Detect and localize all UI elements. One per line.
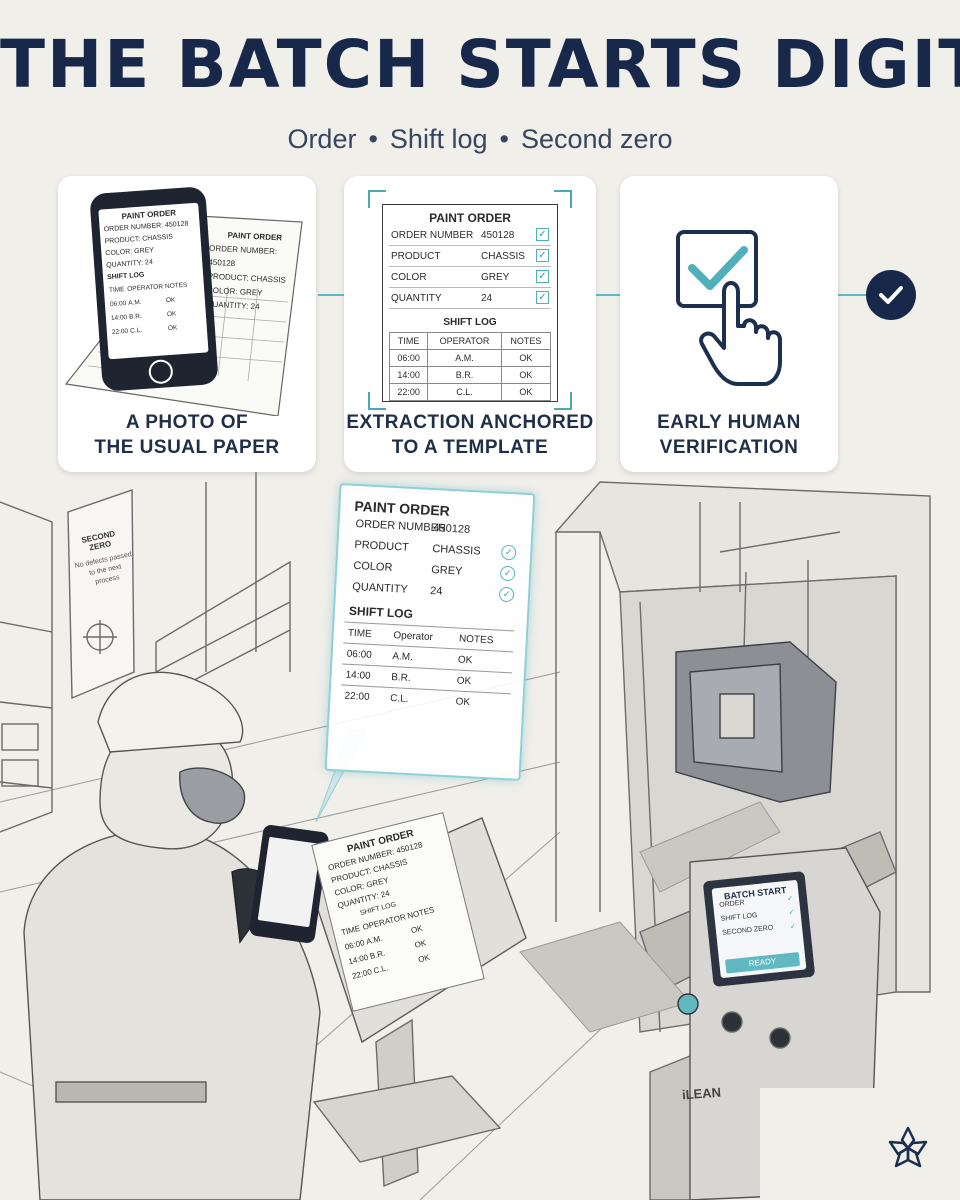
page-title: THE BATCH STARTS DIGITAL xyxy=(0,26,960,103)
checkbox-hand-icon xyxy=(676,230,782,386)
subtitle: Order • Shift log • Second zero xyxy=(0,124,960,155)
corner-logo-area xyxy=(760,1088,960,1200)
check-icon: ✓ xyxy=(786,895,794,903)
kiosk-brand-label: iLEAN xyxy=(681,1084,722,1103)
worker-figure xyxy=(23,671,321,1200)
shutter-button-icon xyxy=(147,358,174,385)
flower-logo-icon xyxy=(888,1126,928,1168)
check-circle-icon: ✓ xyxy=(499,565,516,582)
scan-corner-icon xyxy=(554,392,572,410)
connector-line xyxy=(596,294,620,296)
subtitle-item-second-zero: Second zero xyxy=(520,124,673,154)
check-icon: ✓ xyxy=(789,923,797,931)
scan-corner-icon xyxy=(368,190,386,208)
scan-corner-icon xyxy=(368,392,386,410)
terminal-screen: BATCH START ORDER✓ SHIFT LOG✓ SECOND ZER… xyxy=(702,870,816,988)
template-title: PAINT ORDER xyxy=(429,211,511,225)
paper-order-text: PAINT ORDER ORDER NUMBER: 450128 PRODUCT… xyxy=(206,228,300,317)
step-card-photo: PAINT ORDER ORDER NUMBER: 450128 PRODUCT… xyxy=(58,176,316,472)
final-check-icon xyxy=(866,270,916,320)
ready-button[interactable]: READY xyxy=(725,951,801,974)
scan-corner-icon xyxy=(554,190,572,208)
subtitle-item-shift-log: Shift log xyxy=(389,124,488,154)
check-icon: ✓ xyxy=(536,228,549,241)
subtitle-separator: • xyxy=(499,124,509,154)
check-icon: ✓ xyxy=(536,291,549,304)
smartphone-icon: PAINT ORDER ORDER NUMBER: 450128 PRODUCT… xyxy=(89,186,219,392)
subtitle-item-order: Order xyxy=(287,124,357,154)
check-circle-icon: ✓ xyxy=(500,544,517,561)
connector-line xyxy=(838,294,868,296)
worker-phone xyxy=(249,824,329,944)
chassis-part xyxy=(675,641,837,803)
subtitle-separator: • xyxy=(368,124,378,154)
check-icon: ✓ xyxy=(536,270,549,283)
check-icon: ✓ xyxy=(788,909,795,917)
connector-line xyxy=(318,294,344,296)
check-icon: ✓ xyxy=(536,249,549,262)
check-circle-icon: ✓ xyxy=(498,586,515,603)
template-shift-log-title: SHIFT LOG xyxy=(443,317,497,328)
